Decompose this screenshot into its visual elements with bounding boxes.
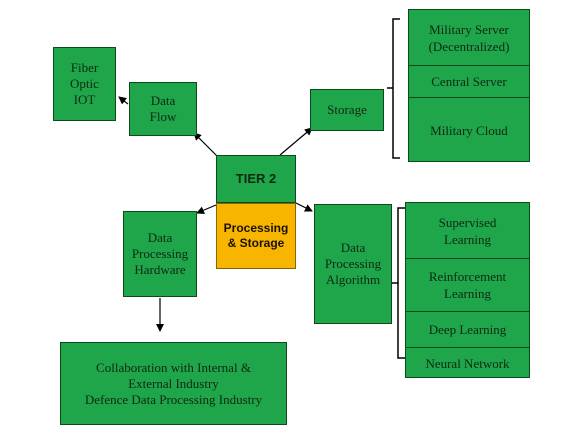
algorithm-option-neural-network: Neural Network: [406, 347, 529, 379]
tier-2-node: TIER 2: [216, 155, 296, 203]
data-processing-hardware-node: Data Processing Hardware: [123, 211, 197, 297]
bracket-storage: [387, 18, 400, 159]
data-flow-node: Data Flow: [129, 82, 197, 136]
arrow-tier-to-hardware: [196, 204, 217, 214]
algorithm-options-group: Supervised Learning Reinforcement Learni…: [405, 202, 530, 378]
fiber-optic-iot-node: Fiber Optic IOT: [53, 47, 116, 121]
processing-storage-node: Processing & Storage: [216, 203, 296, 269]
arrow-tier-to-dataflow: [193, 132, 219, 158]
algorithm-option-deep-learning: Deep Learning: [406, 311, 529, 347]
arrow-tier-to-algorithm: [295, 202, 313, 212]
storage-options-group: Military Server (Decentralized) Central …: [408, 9, 530, 162]
arrow-tier-to-storage: [279, 127, 313, 156]
data-processing-algorithm-node: Data Processing Algorithm: [314, 204, 392, 324]
storage-option-central-server: Central Server: [409, 65, 529, 97]
arrow-dataflow-to-fiber: [118, 96, 129, 105]
storage-option-military-cloud: Military Cloud: [409, 97, 529, 163]
storage-option-military-server: Military Server (Decentralized): [428, 21, 510, 54]
storage-node: Storage: [310, 89, 384, 131]
algorithm-option-supervised: Supervised Learning: [438, 214, 497, 247]
collaboration-node: Collaboration with Internal & External I…: [60, 342, 287, 425]
algorithm-option-reinforcement: Reinforcement Learning: [406, 258, 529, 311]
bracket-algorithm: [392, 207, 405, 359]
